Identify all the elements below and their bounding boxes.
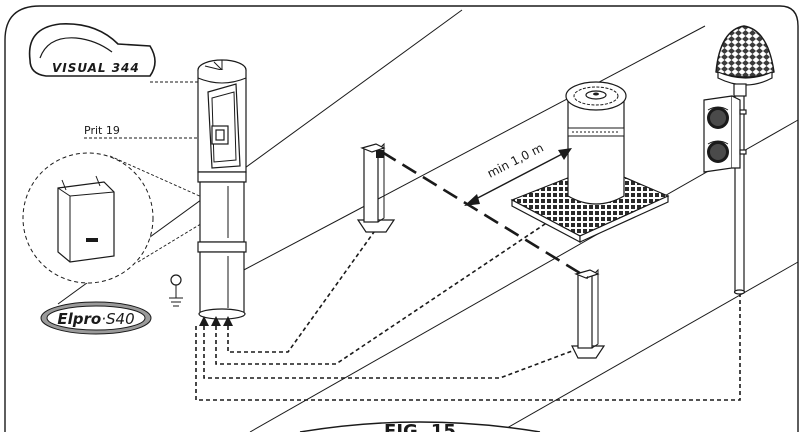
distance-label: min 1,0 m — [485, 140, 546, 180]
ground-icon — [169, 274, 183, 307]
caption-text: FIG. 15 — [384, 421, 456, 432]
svg-text:Elpro·S40: Elpro·S40 — [57, 310, 134, 328]
visual-logo-text: VISUAL 344 — [52, 61, 140, 75]
cable-routes — [195, 221, 741, 401]
visual-344-logo: VISUAL 344 — [28, 23, 156, 77]
traffic-light — [703, 25, 775, 295]
elpro-s40-badge: Elpro·S40 — [40, 301, 152, 335]
control-box-detail — [22, 152, 205, 284]
key-switch-icon — [211, 125, 229, 145]
photocell-beam — [381, 150, 589, 280]
photocell-post-right — [571, 268, 606, 359]
elpro-model: S40 — [106, 310, 135, 328]
elpro-name: Elpro — [57, 310, 101, 328]
road-lines — [57, 9, 799, 432]
prit-19-label: Prit 19 — [84, 124, 120, 137]
photocell-post-left — [356, 142, 396, 233]
figure-caption: FIG. 15 — [299, 421, 541, 432]
control-column — [197, 59, 247, 326]
frame-border — [4, 5, 799, 432]
retractable-bollard — [510, 81, 670, 243]
elpro-dot: · — [101, 310, 106, 328]
flashing-lamp-icon — [715, 25, 775, 78]
